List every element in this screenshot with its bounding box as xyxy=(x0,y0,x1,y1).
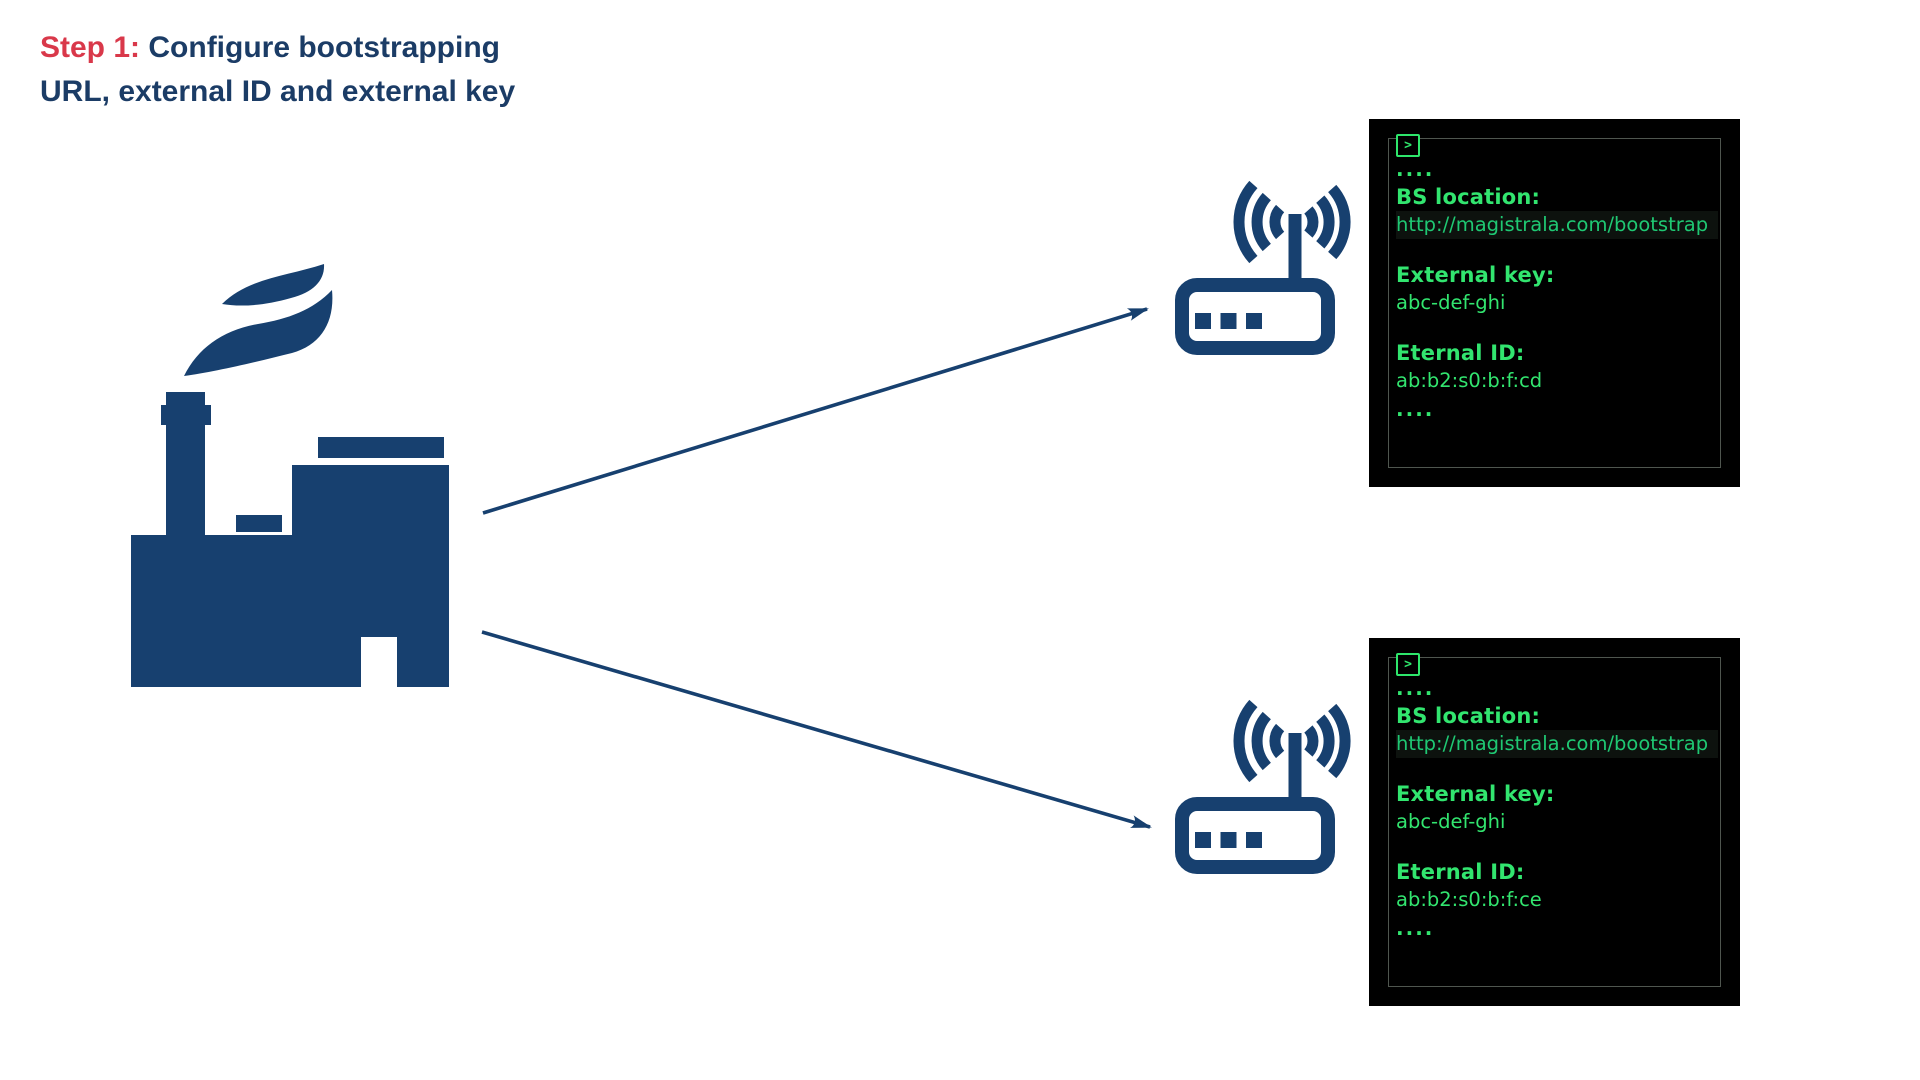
external-key-value: abc-def-ghi xyxy=(1396,810,1506,833)
terminal-output: .... BS location: http://magistrala.com/… xyxy=(1396,155,1718,423)
terminal-output: .... BS location: http://magistrala.com/… xyxy=(1396,674,1718,942)
terminal-prompt-icon: > xyxy=(1396,134,1420,157)
eternal-id-value: ab:b2:s0:b:f:cd xyxy=(1396,369,1543,392)
arrow-factory-to-router-2 xyxy=(481,630,1152,829)
title-step-text: Configure bootstrapping xyxy=(148,31,500,64)
external-key-value: abc-def-ghi xyxy=(1396,291,1506,314)
wifi-router-icon xyxy=(1175,699,1351,874)
factory-icon xyxy=(131,264,449,688)
eternal-id-label: Eternal ID: xyxy=(1396,341,1525,365)
bs-location-label: BS location: xyxy=(1396,185,1541,209)
terminal-inner-frame xyxy=(1388,657,1721,987)
external-key-label: External key: xyxy=(1396,782,1555,806)
bs-location-url: http://magistrala.com/bootstrap xyxy=(1396,211,1718,239)
eternal-id-value: ab:b2:s0:b:f:ce xyxy=(1396,888,1542,911)
title-line-1: Step 1: Configure bootstrapping xyxy=(40,26,515,70)
terminal-window: > .... BS location: http://magistrala.co… xyxy=(1369,638,1740,1006)
terminal-dots: .... xyxy=(1396,157,1435,181)
title-line-2: URL, external ID and external key xyxy=(40,75,516,108)
bs-location-url: http://magistrala.com/bootstrap xyxy=(1396,730,1718,758)
page-title: Step 1: Configure bootstrapping URL, ext… xyxy=(40,26,515,114)
wifi-router-icon xyxy=(1175,180,1351,355)
terminal-dots: .... xyxy=(1396,916,1435,940)
terminal-inner-frame xyxy=(1388,138,1721,468)
arrow-factory-to-router-1 xyxy=(482,307,1149,515)
external-key-label: External key: xyxy=(1396,263,1555,287)
terminal-dots: .... xyxy=(1396,397,1435,421)
eternal-id-label: Eternal ID: xyxy=(1396,860,1525,884)
terminal-dots: .... xyxy=(1396,676,1435,700)
bs-location-label: BS location: xyxy=(1396,704,1541,728)
terminal-window: > .... BS location: http://magistrala.co… xyxy=(1369,119,1740,487)
terminal-prompt-icon: > xyxy=(1396,653,1420,676)
title-step-label: Step 1: xyxy=(40,31,141,64)
